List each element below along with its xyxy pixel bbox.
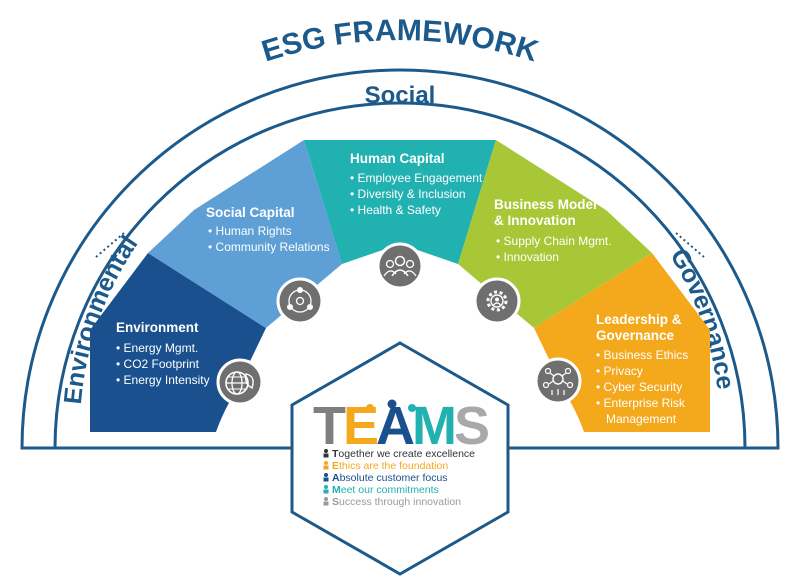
people-network-icon [276,277,324,325]
human-capital-text: Human Capital • Employee Engagement • Di… [350,151,483,217]
separator-dots-left [95,232,125,258]
svg-text:Absolute customer focus: Absolute customer focus [332,472,448,484]
segment-item: • Energy Mgmt. [116,341,198,355]
segment-title: Human Capital [350,151,445,166]
teams-value-line: Absolute customer focus [323,472,448,484]
svg-text:Ethics are the foundation: Ethics are the foundation [332,460,448,472]
segment-item: • Health & Safety [350,203,441,217]
segment-item: • Diversity & Inclusion [350,187,466,201]
pillar-social-label: Social [365,82,436,109]
environment-text: Environment • Energy Mgmt. • CO2 Footpri… [116,320,210,387]
teams-values-list: Together we create excellence Ethics are… [323,448,475,508]
segment-item: • CO2 Footprint [116,357,200,371]
segment-item: • Cyber Security [596,380,682,394]
globe-leaf-icon [216,358,264,406]
segment-human-capital [304,140,496,264]
svg-text:Together we create excellence: Together we create excellence [332,448,475,460]
segment-item: • Energy Intensity [116,373,210,387]
segment-title: & Innovation [494,213,576,228]
teams-logo-letter: T [313,396,346,456]
leadership-governance-text: Leadership & Governance • Business Ethic… [596,312,688,426]
teams-logo-letter: E [343,396,377,456]
segment-item: • Human Rights [208,224,292,238]
segment-item: • Privacy [596,364,643,378]
teams-logo: TEAMS [313,396,491,456]
segment-item: • Business Ethics [596,348,688,362]
segment-item: • Employee Engagement [350,171,483,185]
org-network-icon [534,357,582,405]
separator-dots-right [675,232,705,258]
segment-title: Leadership & [596,312,682,327]
teams-value-line: Together we create excellence [323,448,475,460]
social-capital-text: Social Capital • Human Rights • Communit… [206,205,330,254]
teams-value-line: Ethics are the foundation [323,460,448,472]
segment-item: • Supply Chain Mgmt. [496,234,612,248]
business-model-text: Business Model & Innovation • Supply Cha… [494,197,612,264]
segment-title: Environment [116,320,199,335]
gear-people-icon [473,277,521,325]
teams-hexagon [290,341,510,576]
svg-text:Success through innovation: Success through innovation [332,496,461,508]
segment-item: • Community Relations [208,240,330,254]
teams-logo-letter: S [454,396,488,456]
teams-logo-letter: M [412,396,454,456]
teams-logo-people-icon [366,399,416,412]
teams-value-line: Meet our commitments [323,484,439,496]
segment-title: Governance [596,328,675,343]
segment-title: Business Model [494,197,597,212]
segment-item: Management [606,412,677,426]
svg-text:TEAMS: TEAMS [313,396,488,456]
teams-value-line: Success through innovation [323,496,461,508]
group-icon [376,242,424,290]
svg-text:Meet our commitments: Meet our commitments [332,484,439,496]
segment-item: • Enterprise Risk [596,396,686,410]
segment-item: • Innovation [496,250,559,264]
segment-title: Social Capital [206,205,295,220]
framework-title: ESG FRAMEWORK [258,14,542,68]
